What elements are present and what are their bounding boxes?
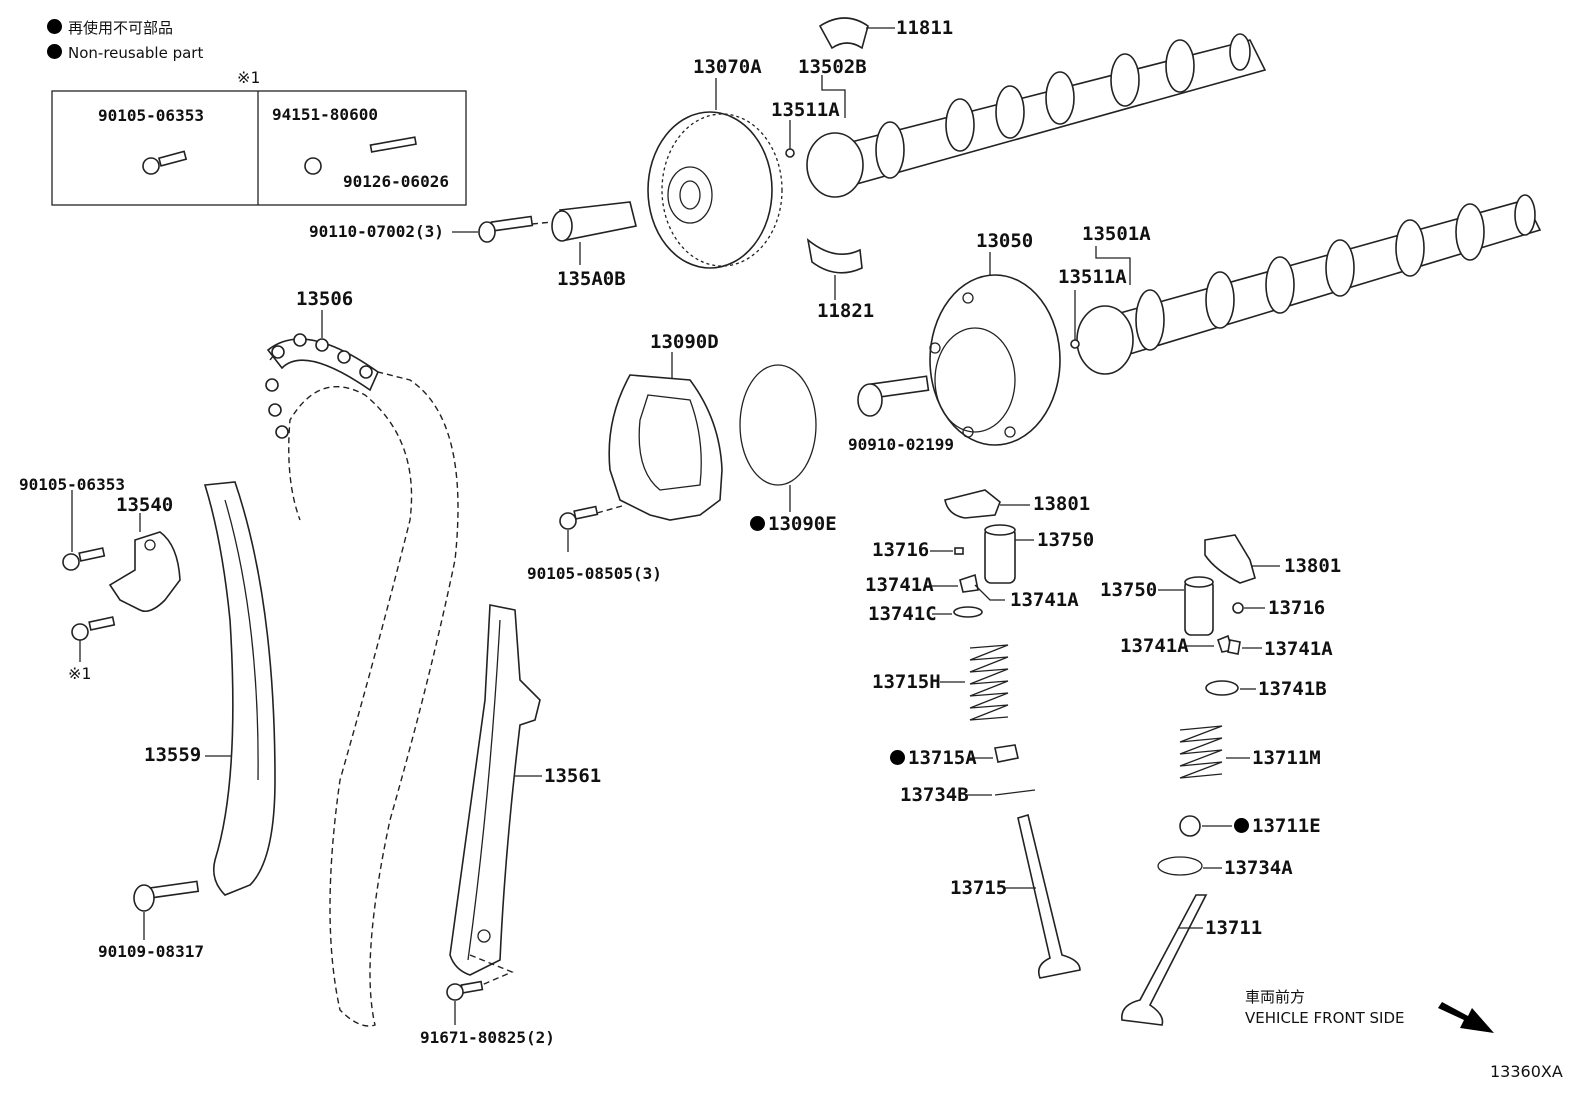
- oil-control-valve: [551, 201, 637, 242]
- chain-cover-13090D: [608, 374, 723, 521]
- legend-jp: 再使用不可部品: [47, 19, 173, 36]
- label-135A0B: 135A0B: [557, 268, 626, 290]
- direction-en: VEHICLE FRONT SIDE: [1245, 1009, 1405, 1027]
- vvt-gear-upper: [647, 111, 783, 269]
- chain-guide-13559: [203, 481, 276, 896]
- lash-adjuster-left: [984, 524, 1016, 584]
- label-13750-a: 13750: [1037, 529, 1095, 551]
- label-13511A-mid: 13511A: [1058, 266, 1127, 288]
- label-13741C: 13741C: [868, 603, 937, 625]
- chain-guide-13561: [449, 604, 541, 976]
- box-part-c: 90126-06026: [343, 172, 449, 191]
- label-90109: 90109-08317: [98, 942, 204, 961]
- chain-tensioner: [108, 531, 181, 613]
- bolt-ref1-left: [71, 616, 116, 641]
- label-13715: 13715: [950, 877, 1008, 899]
- label-13501A: 13501A: [1082, 223, 1151, 245]
- timing-chain: [265, 333, 459, 1027]
- ref-mark-left: ※1: [68, 664, 92, 683]
- bolt-90105-06353-left: [62, 547, 106, 571]
- bolt-90110: [478, 215, 534, 243]
- label-13559: 13559: [144, 744, 202, 766]
- label-91671: 91671-80825(2): [420, 1028, 555, 1047]
- label-13801-b: 13801: [1284, 555, 1342, 577]
- reference-box: [51, 90, 467, 206]
- box-part-a: 90105-06353: [98, 106, 204, 125]
- label-13741A-b: 13741A: [1010, 589, 1079, 611]
- rocker-arm-left: [944, 489, 1001, 519]
- label-13716-b: 13716: [1268, 597, 1326, 619]
- box-part-b: 94151-80600: [272, 105, 378, 124]
- label-11821: 11821: [817, 300, 875, 322]
- label-13711M: 13711M: [1252, 747, 1321, 769]
- label-13741A-a: 13741A: [865, 574, 934, 596]
- vvt-gear-lower: [929, 274, 1061, 446]
- label-90105-08505: 90105-08505(3): [527, 564, 662, 583]
- label-90105-06353-left: 90105-06353: [19, 475, 125, 494]
- non-reusable-dot-icon: [890, 750, 905, 765]
- bearing-lower-shape: [806, 238, 863, 274]
- legend-en: Non-reusable part: [47, 44, 203, 61]
- label-13711: 13711: [1205, 917, 1263, 939]
- valve-right: [1121, 894, 1208, 1026]
- figure-id: 13360XA: [1490, 1062, 1563, 1081]
- label-13561: 13561: [544, 765, 602, 787]
- bolt-90105-08505: [559, 505, 599, 530]
- bearing-upper-shape: [818, 17, 869, 50]
- o-ring: [739, 364, 817, 486]
- label-13050: 13050: [976, 230, 1034, 252]
- label-13090E: 13090E: [750, 515, 837, 534]
- valve-left: [1017, 813, 1081, 979]
- non-reusable-dot-icon: [750, 516, 765, 531]
- bolt-90109: [133, 880, 200, 912]
- label-13741B: 13741B: [1258, 678, 1327, 700]
- non-reusable-dot-icon: [1234, 818, 1249, 833]
- valve-spring-right: [1179, 725, 1223, 779]
- non-reusable-dot-icon: [47, 44, 62, 59]
- nut-icon: [304, 157, 322, 175]
- ref-mark-box: ※1: [237, 68, 261, 87]
- label-13090D: 13090D: [650, 331, 719, 353]
- rocker-arm-right: [1204, 534, 1256, 584]
- label-13750-b: 13750: [1100, 579, 1158, 601]
- label-13711E: 13711E: [1234, 817, 1321, 836]
- label-13511A-top: 13511A: [771, 99, 840, 121]
- bolt-91671: [446, 980, 484, 1001]
- label-90110: 90110-07002(3): [309, 222, 444, 241]
- label-90910: 90910-02199: [848, 435, 954, 454]
- camshaft-lower: [1076, 194, 1542, 375]
- label-13741A-c: 13741A: [1120, 635, 1189, 657]
- label-13070A: 13070A: [693, 56, 762, 78]
- label-13734A: 13734A: [1224, 857, 1293, 879]
- label-13741A-d: 13741A: [1264, 638, 1333, 660]
- label-13801-a: 13801: [1033, 493, 1091, 515]
- valve-spring-left: [969, 644, 1009, 721]
- camshaft-upper: [806, 33, 1267, 198]
- label-13540: 13540: [116, 494, 174, 516]
- label-13716-a: 13716: [872, 539, 930, 561]
- front-direction-arrow-icon: [1438, 1002, 1494, 1033]
- bolt-90910: [857, 375, 930, 417]
- label-13506: 13506: [296, 288, 354, 310]
- non-reusable-dot-icon: [47, 19, 62, 34]
- label-13734B: 13734B: [900, 784, 969, 806]
- label-13715A: 13715A: [890, 749, 977, 768]
- lash-adjuster-right: [1184, 576, 1214, 636]
- stud-bolt-icon: [369, 136, 417, 153]
- label-11811: 11811: [896, 17, 954, 39]
- label-13502B: 13502B: [798, 56, 867, 78]
- direction-jp: 車両前方: [1245, 988, 1306, 1006]
- label-13715H: 13715H: [872, 671, 941, 693]
- bolt-icon: [142, 150, 188, 175]
